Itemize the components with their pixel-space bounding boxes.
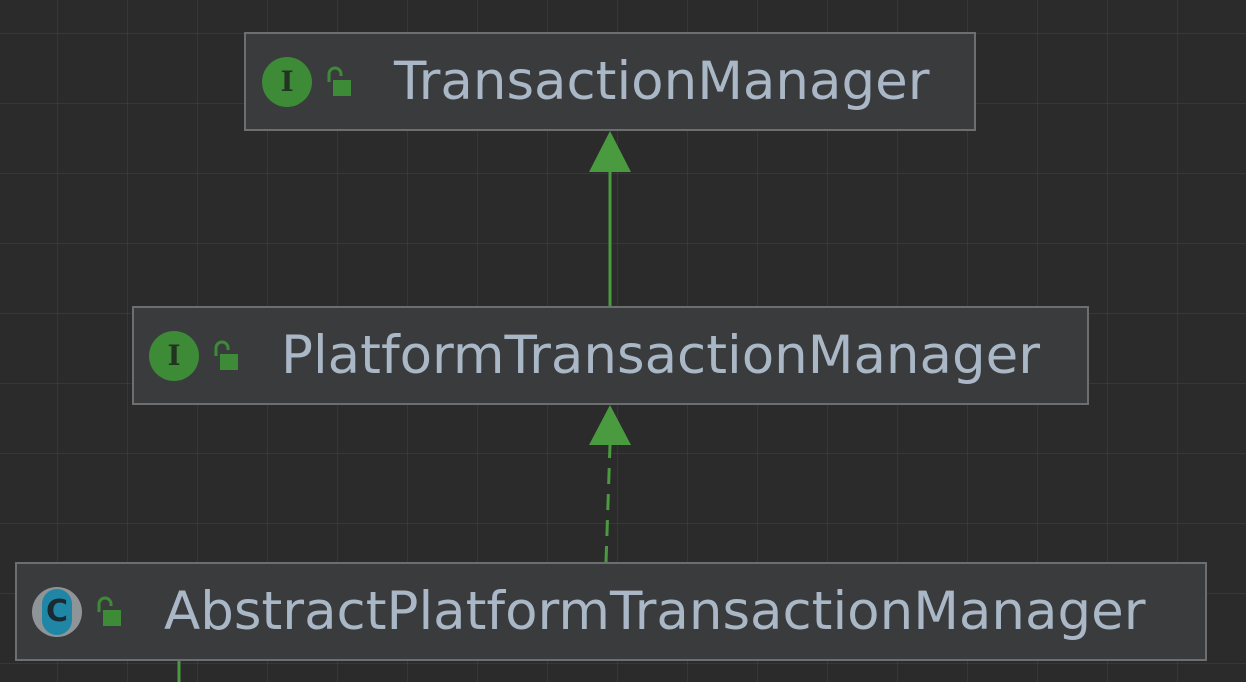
public-lock-icon [327, 66, 351, 96]
class-glyph-container: C [42, 588, 72, 635]
interface-icon: I [149, 330, 199, 381]
interface-glyph: I [167, 339, 181, 372]
node-label: TransactionManager [394, 51, 930, 112]
public-lock-icon [214, 340, 238, 370]
abstract-class-icon: C [32, 586, 82, 637]
public-lock-icon [97, 596, 121, 626]
node-label: PlatformTransactionManager [281, 325, 1041, 386]
node-platform-transaction-manager[interactable]: I PlatformTransactionManager [132, 306, 1089, 405]
node-abstract-platform-transaction-manager[interactable]: C AbstractPlatformTransactionManager [15, 562, 1207, 661]
node-label: AbstractPlatformTransactionManager [164, 581, 1146, 642]
interface-glyph: I [280, 65, 294, 98]
node-transaction-manager[interactable]: I TransactionManager [244, 32, 976, 131]
edge-implements-line [604, 444, 612, 563]
edge-extends-arrowhead [589, 131, 631, 172]
interface-icon: I [262, 56, 312, 107]
edge-implements-arrowhead [589, 405, 631, 445]
class-glyph: C [45, 594, 69, 629]
